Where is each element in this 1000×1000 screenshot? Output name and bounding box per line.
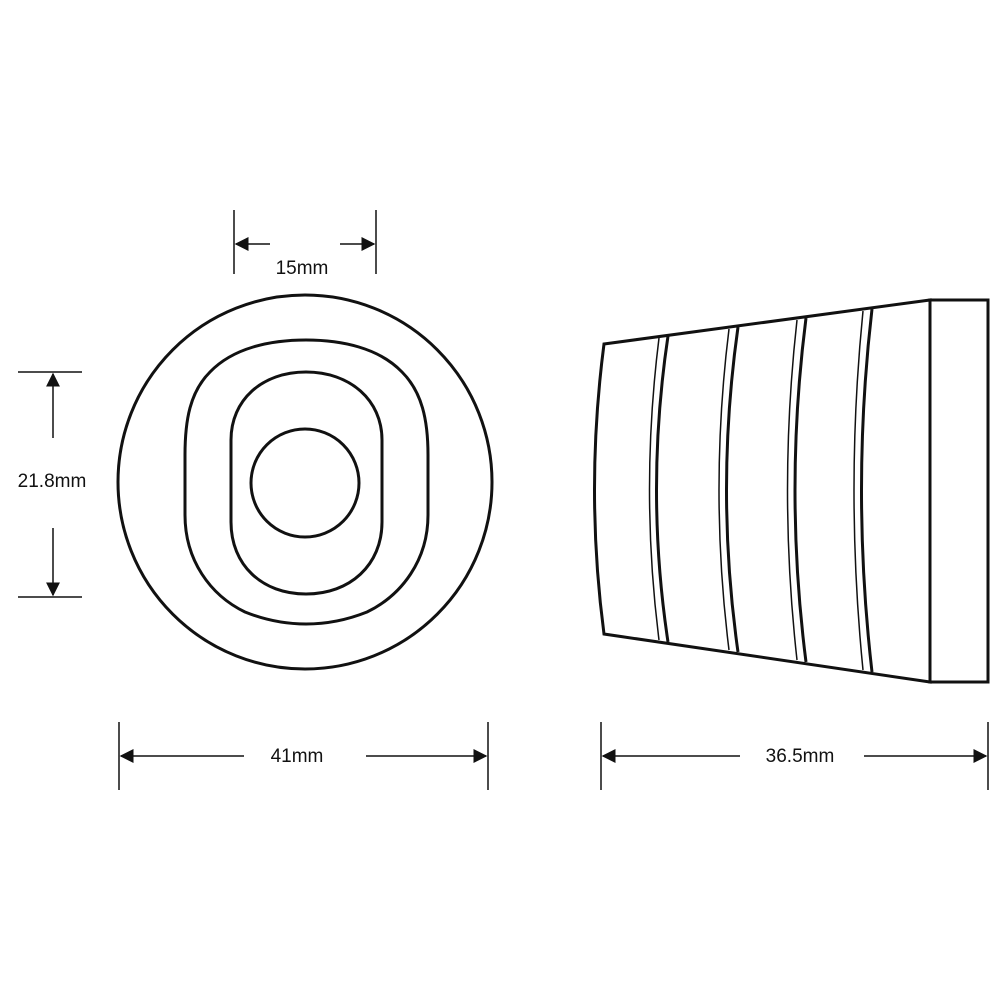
- side-view: [593, 298, 990, 684]
- rib-highlight-3: [786, 319, 798, 661]
- hole-height-label: 21.8mm: [18, 471, 87, 492]
- dimension-length: [600, 722, 989, 790]
- middle-ring: [183, 338, 430, 626]
- end-cap: [928, 298, 990, 684]
- hole-width-label: 15mm: [276, 258, 329, 279]
- rib-highlight-4: [853, 310, 864, 671]
- rib-3: [793, 317, 808, 663]
- outer-ring: [116, 293, 494, 671]
- front-view: [116, 293, 494, 671]
- side-body-outline: [593, 298, 932, 684]
- rib-highlight-1: [648, 337, 660, 641]
- rib-1: [655, 335, 670, 643]
- rib-4: [860, 308, 874, 673]
- oval-slot: [229, 370, 384, 596]
- dimension-outer-diameter: [118, 722, 489, 790]
- rib-highlight-2: [718, 328, 730, 651]
- side-view-rib-highlights: [648, 310, 864, 671]
- length-label: 36.5mm: [766, 746, 835, 767]
- rib-2: [725, 326, 740, 653]
- outer-diameter-label: 41mm: [271, 746, 324, 767]
- center-hole: [249, 427, 361, 539]
- dimension-hole-width: [233, 210, 377, 274]
- dimension-hole-height: [18, 371, 82, 598]
